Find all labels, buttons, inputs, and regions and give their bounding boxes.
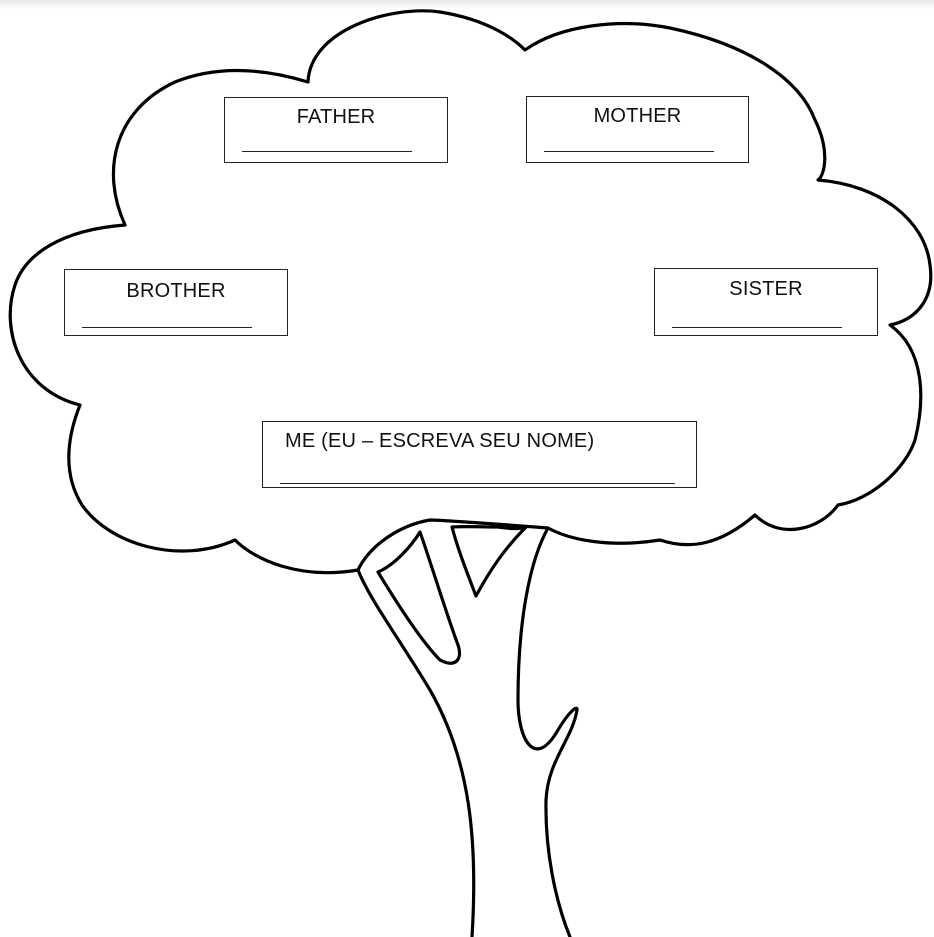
- father-box: FATHER: [224, 97, 448, 163]
- brother-name-line[interactable]: [82, 327, 252, 328]
- tree-branch-notch: [450, 524, 528, 598]
- me-label: ME (EU – ESCREVA SEU NOME): [285, 430, 595, 452]
- tree-branch-left: [376, 530, 462, 665]
- sister-name-line[interactable]: [672, 327, 842, 328]
- tree-trunk-outline-right: [516, 526, 579, 937]
- brother-label: BROTHER: [126, 280, 226, 302]
- mother-name-line[interactable]: [544, 151, 714, 152]
- brother-box: BROTHER: [64, 269, 288, 336]
- sister-box: SISTER: [654, 268, 878, 336]
- father-name-line[interactable]: [242, 151, 412, 152]
- tree-trunk-outline: [356, 568, 476, 937]
- top-divider: [0, 0, 934, 9]
- sister-label: SISTER: [729, 278, 803, 300]
- me-box: ME (EU – ESCREVA SEU NOME): [262, 421, 697, 488]
- mother-label: MOTHER: [593, 105, 682, 127]
- me-name-line[interactable]: [280, 483, 675, 484]
- mother-box: MOTHER: [526, 96, 749, 163]
- father-label: FATHER: [296, 106, 376, 128]
